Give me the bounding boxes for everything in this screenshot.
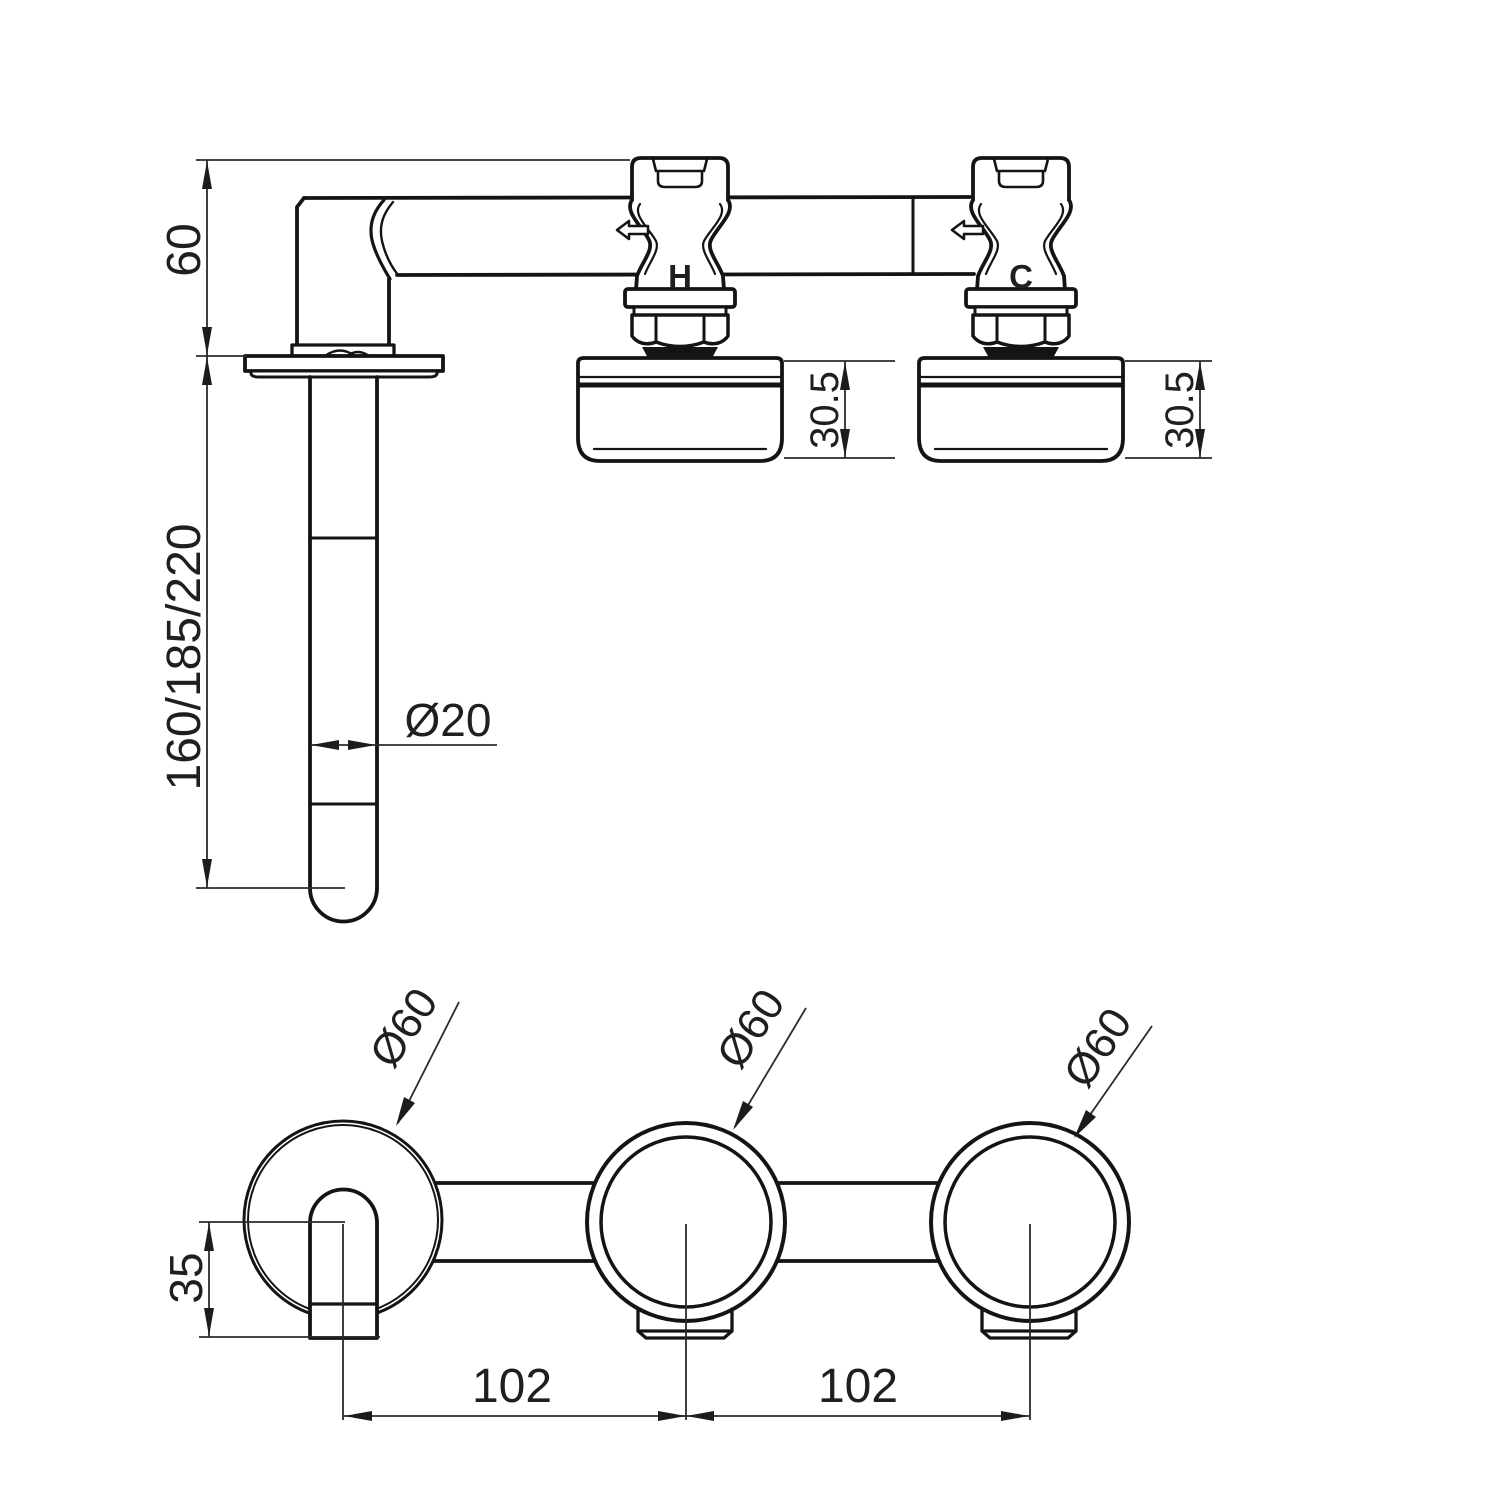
label-dia60-spout: Ø60 — [360, 980, 460, 1126]
dim-spout-diameter-text: Ø20 — [405, 694, 492, 746]
flow-arrow-hot-icon — [615, 219, 650, 241]
dim-wall-offset: 60 — [158, 159, 630, 357]
cold-flange-tab — [980, 1307, 1078, 1340]
dim-rosette-depth-cold-text: 30.5 — [1158, 371, 1202, 449]
cold-valve: C — [919, 158, 1123, 461]
flow-arrow-cold-icon — [950, 219, 985, 241]
hot-valve: H — [578, 158, 782, 461]
front-bar — [431, 1181, 942, 1263]
dim-rosette-depth-hot: 30.5 — [784, 360, 895, 459]
hot-flange-tab — [636, 1307, 734, 1340]
label-dia60-cold: Ø60 — [1054, 1000, 1153, 1138]
dim-spout-projection-text: 160/185/220 — [158, 524, 211, 791]
label-dia60-spout-text: Ø60 — [360, 980, 447, 1076]
dim-spacing-left-text: 102 — [472, 1360, 552, 1413]
dim-rosette-depth-hot-text: 30.5 — [803, 371, 847, 449]
label-dia60-hot: Ø60 — [707, 981, 807, 1130]
label-dia60-hot-text: Ø60 — [707, 981, 794, 1077]
dim-spout-drop: 35 — [160, 1221, 380, 1338]
dim-spacing-right-text: 102 — [818, 1360, 898, 1413]
dim-spout-drop-text: 35 — [160, 1252, 212, 1303]
dim-hole-spacing: 102 102 — [343, 1360, 1030, 1421]
hot-label: H — [668, 258, 692, 295]
cold-label: C — [1009, 258, 1033, 295]
wall-plate — [243, 354, 445, 379]
front-view: 35 102 102 Ø60 Ø60 Ø60 — [160, 980, 1153, 1421]
dim-wall-offset-text: 60 — [158, 223, 211, 276]
spout-column — [290, 196, 400, 358]
side-view: H C 60 160/185/220 — [158, 158, 1212, 924]
label-dia60-cold-text: Ø60 — [1054, 1000, 1141, 1096]
dim-rosette-depth-cold: 30.5 — [1125, 360, 1212, 459]
dim-spout-diameter: Ø20 — [310, 694, 497, 750]
spout-tube — [308, 375, 379, 924]
dim-spout-projection: 160/185/220 — [158, 356, 345, 889]
centerlines — [342, 1224, 1031, 1420]
